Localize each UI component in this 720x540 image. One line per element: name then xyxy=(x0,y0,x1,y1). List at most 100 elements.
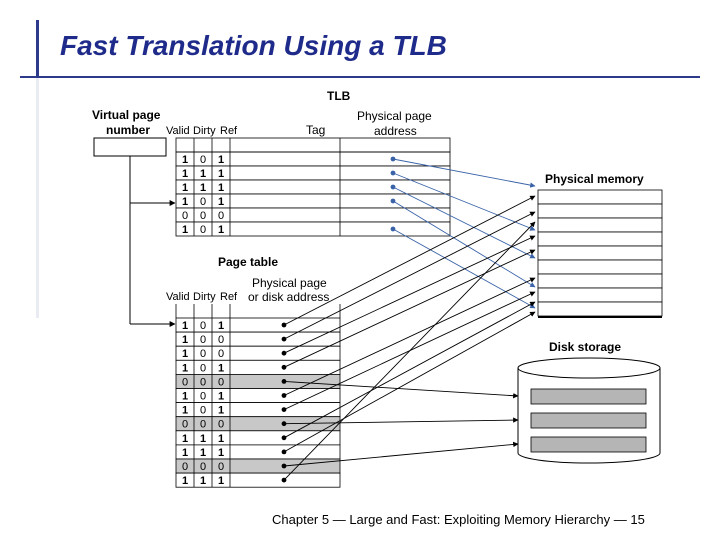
page-table-mapping-arrow xyxy=(283,380,519,399)
tlb-bit-cell: 0 xyxy=(182,210,188,222)
tlb-title: TLB xyxy=(327,89,351,103)
page-table-mapping-arrow xyxy=(283,249,536,368)
tlb-bit-cell: 1 xyxy=(200,182,206,194)
physical-memory-block xyxy=(537,189,663,318)
tlb-to-memory-arrow xyxy=(392,200,536,288)
page-table-bit-cell: 1 xyxy=(200,447,206,459)
tlb-bit-cell: 1 xyxy=(200,168,206,180)
virtual-page-label-number: number xyxy=(106,123,150,137)
page-table-bit-cell: 1 xyxy=(182,334,188,346)
physical-memory-slot xyxy=(537,203,663,219)
pt-header-valid: Valid xyxy=(166,291,190,303)
page-table-bit-cell: 0 xyxy=(200,419,206,431)
page-table-bit-cell: 0 xyxy=(218,419,224,431)
tlb-bit-cell: 1 xyxy=(182,224,188,236)
tlb-bit-cell: 1 xyxy=(182,196,188,208)
tlb-bit-cell: 1 xyxy=(218,224,224,236)
mapping-arrows xyxy=(281,156,536,483)
page-table-bit-cell: 1 xyxy=(218,391,224,403)
slide-footer: Chapter 5 — Large and Fast: Exploiting M… xyxy=(272,512,645,527)
tlb-to-memory-arrow xyxy=(392,228,536,309)
tlb-bit-cell: 1 xyxy=(182,168,188,180)
page-table-mapping-arrow xyxy=(283,301,536,439)
tlb-bit-cell: 0 xyxy=(200,196,206,208)
tlb-header-valid: Valid xyxy=(166,125,190,137)
disk-slot-1 xyxy=(530,388,647,405)
pt-header-ref: Ref xyxy=(220,291,238,303)
tlb-bit-cell: 1 xyxy=(218,182,224,194)
title-underline xyxy=(20,76,700,78)
tlb-bit-cell: 1 xyxy=(218,196,224,208)
physical-memory-slot xyxy=(537,287,663,303)
page-table-bit-cell: 0 xyxy=(200,362,206,374)
page-table-bit-cell: 1 xyxy=(200,433,206,445)
page-table-bit-cell: 1 xyxy=(182,475,188,487)
page-table-bit-cell: 0 xyxy=(200,391,206,403)
page-table-bit-cell: 1 xyxy=(218,362,224,374)
physical-memory-base xyxy=(538,316,662,318)
page-table-bit-cell: 0 xyxy=(182,461,188,473)
tlb-bit-cell: 1 xyxy=(182,154,188,166)
page-table-bit-cell: 1 xyxy=(218,405,224,417)
page-table-bit-cell: 1 xyxy=(182,362,188,374)
tlb-to-memory-arrow xyxy=(392,172,536,231)
page-table-mapping-arrow xyxy=(283,195,536,326)
page-table-mapping-arrow xyxy=(283,221,536,481)
tlb-to-memory-arrow xyxy=(392,158,536,188)
tlb-header-strip xyxy=(175,137,451,153)
page-table-bit-cell: 0 xyxy=(200,348,206,360)
page-table-bit-cell: 1 xyxy=(218,433,224,445)
slide-title: Fast Translation Using a TLB xyxy=(60,30,447,61)
tlb-header-address-line2: address xyxy=(374,124,417,138)
page-table-bit-cell: 1 xyxy=(182,391,188,403)
pt-header-address-line2: or disk address xyxy=(248,290,329,304)
page-table-bit-cell: 1 xyxy=(200,475,206,487)
tlb-bit-cell: 0 xyxy=(200,224,206,236)
tlb-header-address-line1: Physical page xyxy=(357,109,432,123)
page-table-bit-cell: 1 xyxy=(182,433,188,445)
page-table-bit-cell: 1 xyxy=(218,447,224,459)
tlb-bit-cell: 0 xyxy=(200,210,206,222)
page-table-bit-cell: 1 xyxy=(218,475,224,487)
tlb-bit-cell: 0 xyxy=(200,154,206,166)
page-table-bit-cell: 0 xyxy=(200,376,206,388)
tlb-header-dirty: Dirty xyxy=(193,125,216,137)
tlb-bit-cell: 0 xyxy=(218,210,224,222)
page-table-bit-cell: 0 xyxy=(200,320,206,332)
page-table-bit-cell: 0 xyxy=(182,376,188,388)
page-table-bit-cell: 0 xyxy=(200,334,206,346)
disk-storage-cylinder xyxy=(517,357,661,464)
physical-memory-slot xyxy=(537,189,663,205)
physical-memory-slot xyxy=(537,217,663,233)
page-table-bit-cell: 0 xyxy=(218,461,224,473)
physical-memory-slot xyxy=(537,231,663,247)
page-table-bit-cell: 1 xyxy=(182,405,188,417)
disk-slot-3 xyxy=(530,436,647,453)
physical-memory-slot xyxy=(537,245,663,261)
page-table-mapping-arrow xyxy=(283,277,536,396)
page-table-bit-cell: 1 xyxy=(182,320,188,332)
tlb-bit-cell: 1 xyxy=(182,182,188,194)
page-table-bit-cell: 0 xyxy=(218,348,224,360)
tlb-header-tag: Tag xyxy=(306,123,325,137)
page-table-bit-cell: 0 xyxy=(218,334,224,346)
page-table-bit-cell: 1 xyxy=(182,447,188,459)
